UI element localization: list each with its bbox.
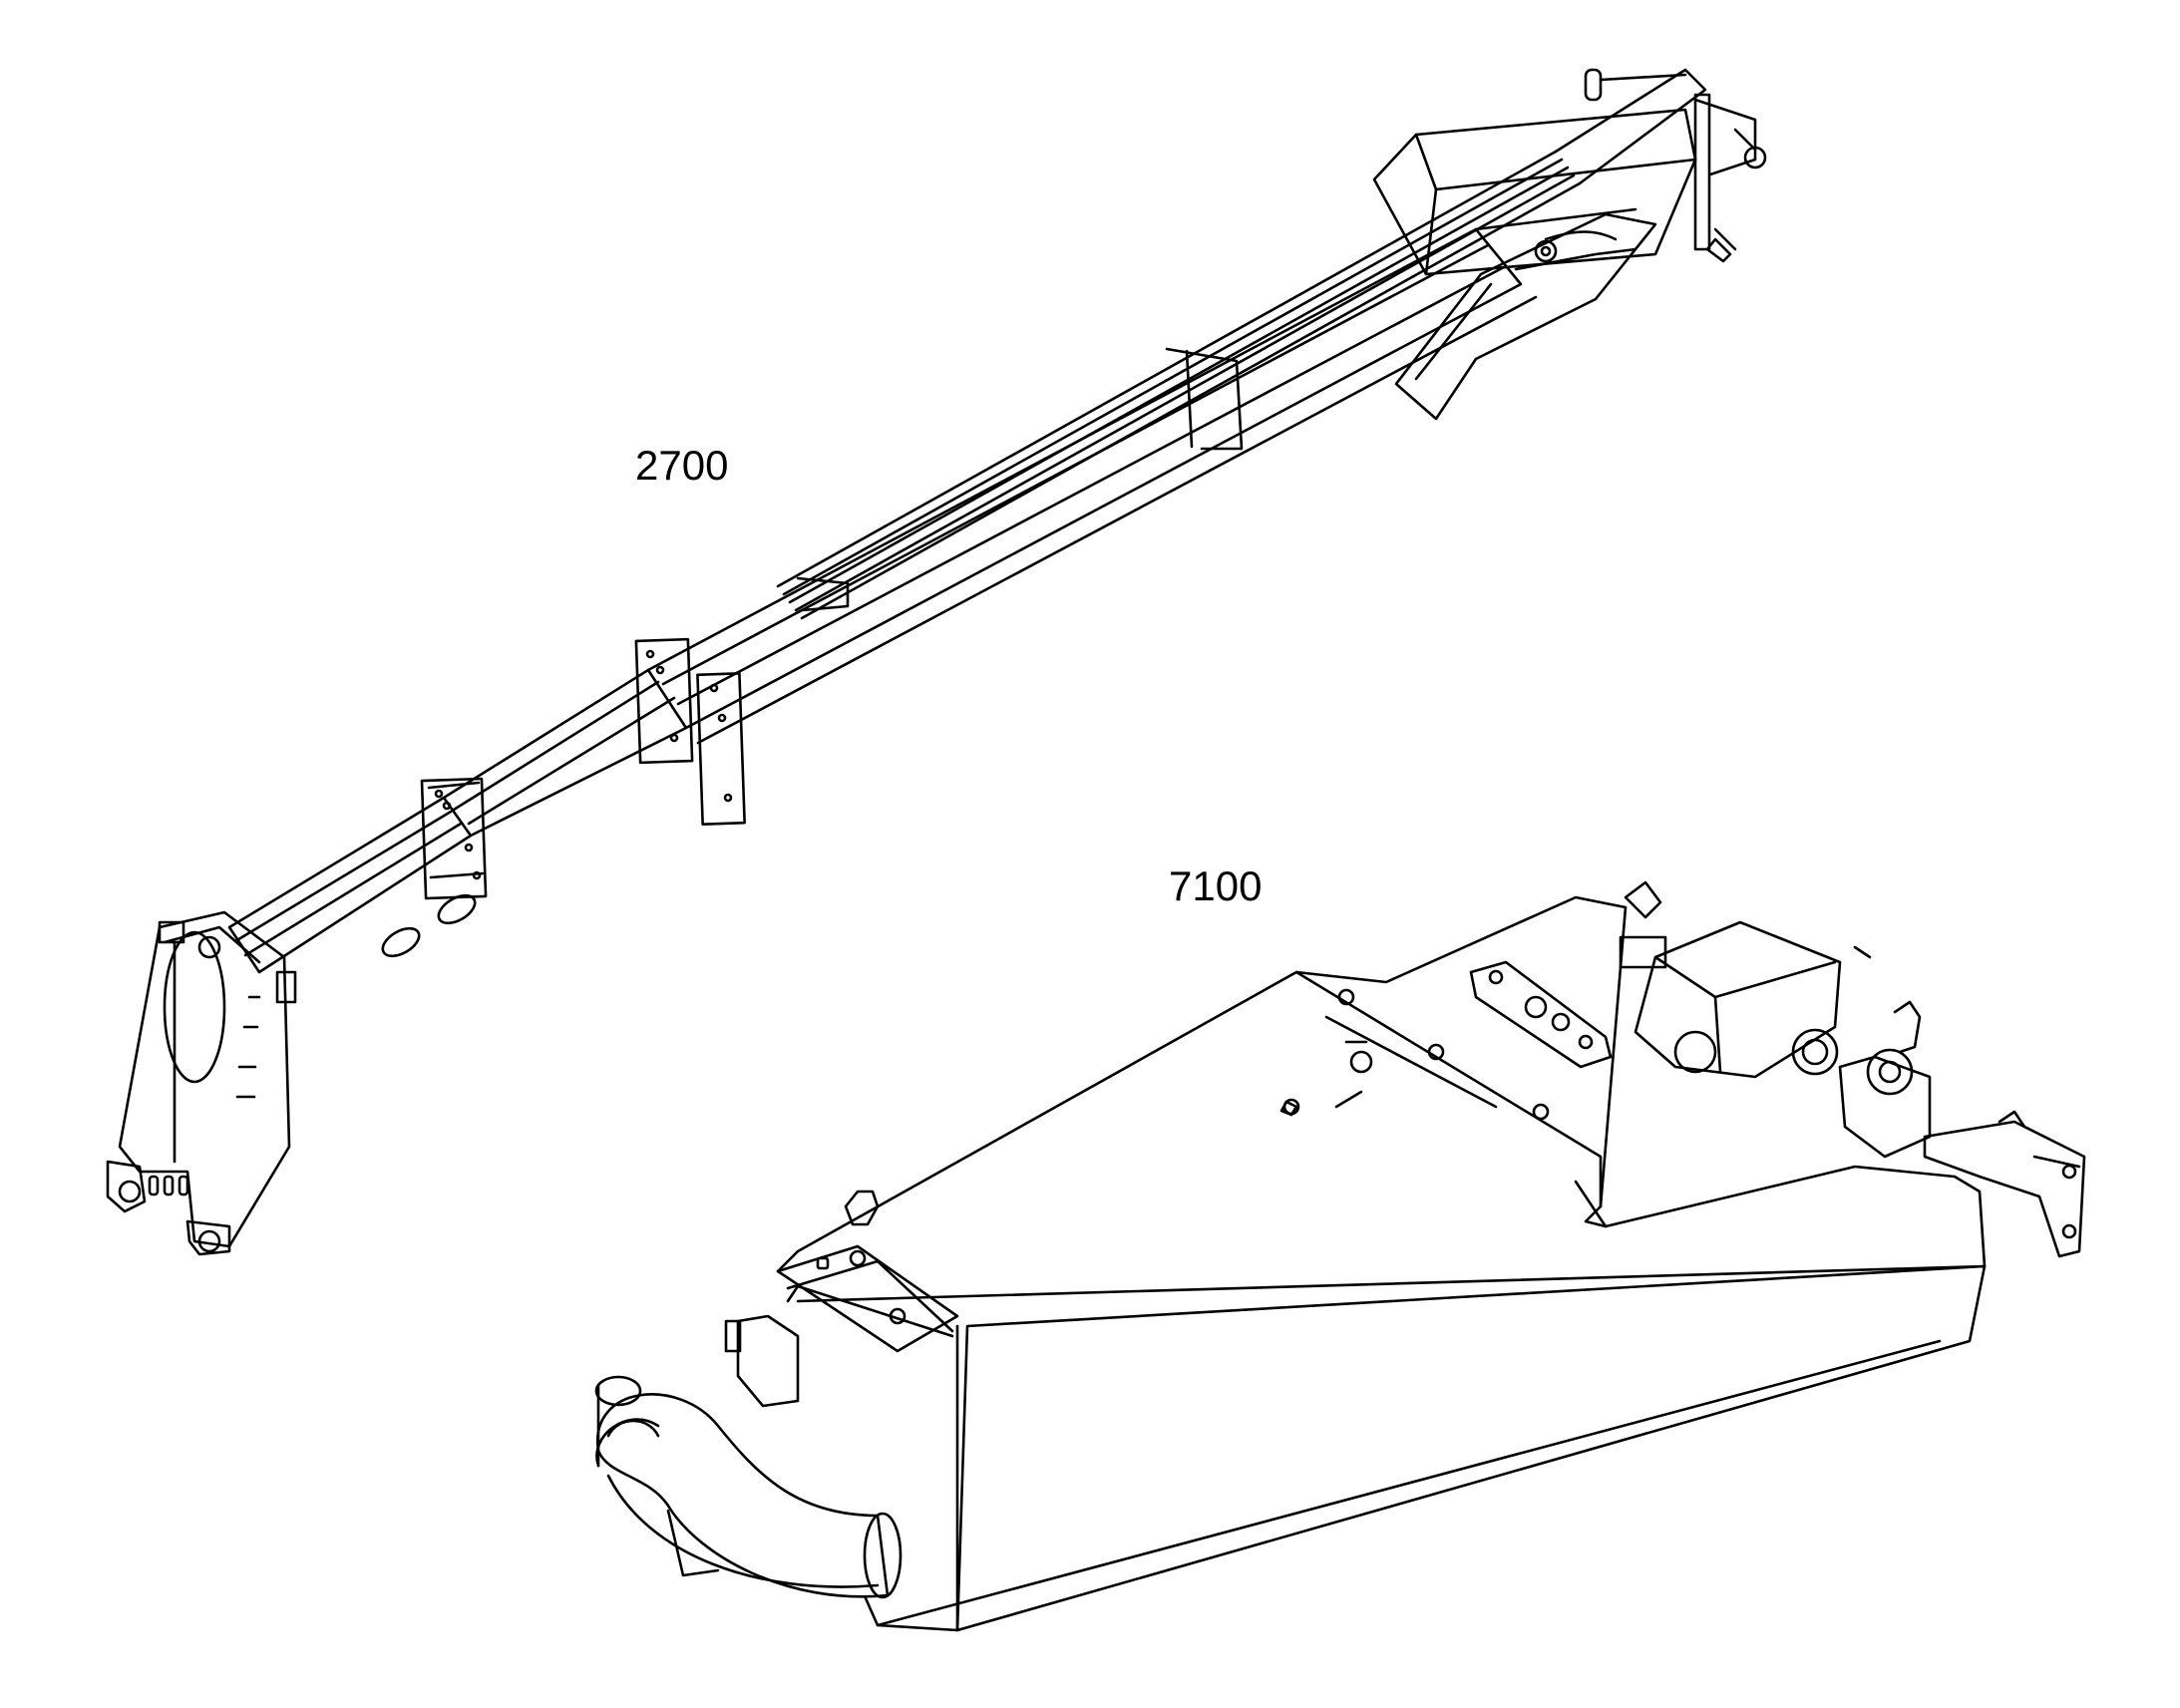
return-hose (597, 1394, 888, 1596)
oil-tank (596, 882, 2084, 1630)
collar-bolts (436, 651, 731, 878)
telescopic-boom (108, 70, 1765, 1254)
boom-part-number: 2700 (635, 442, 729, 489)
tank-part-number: 7100 (1169, 862, 1263, 909)
